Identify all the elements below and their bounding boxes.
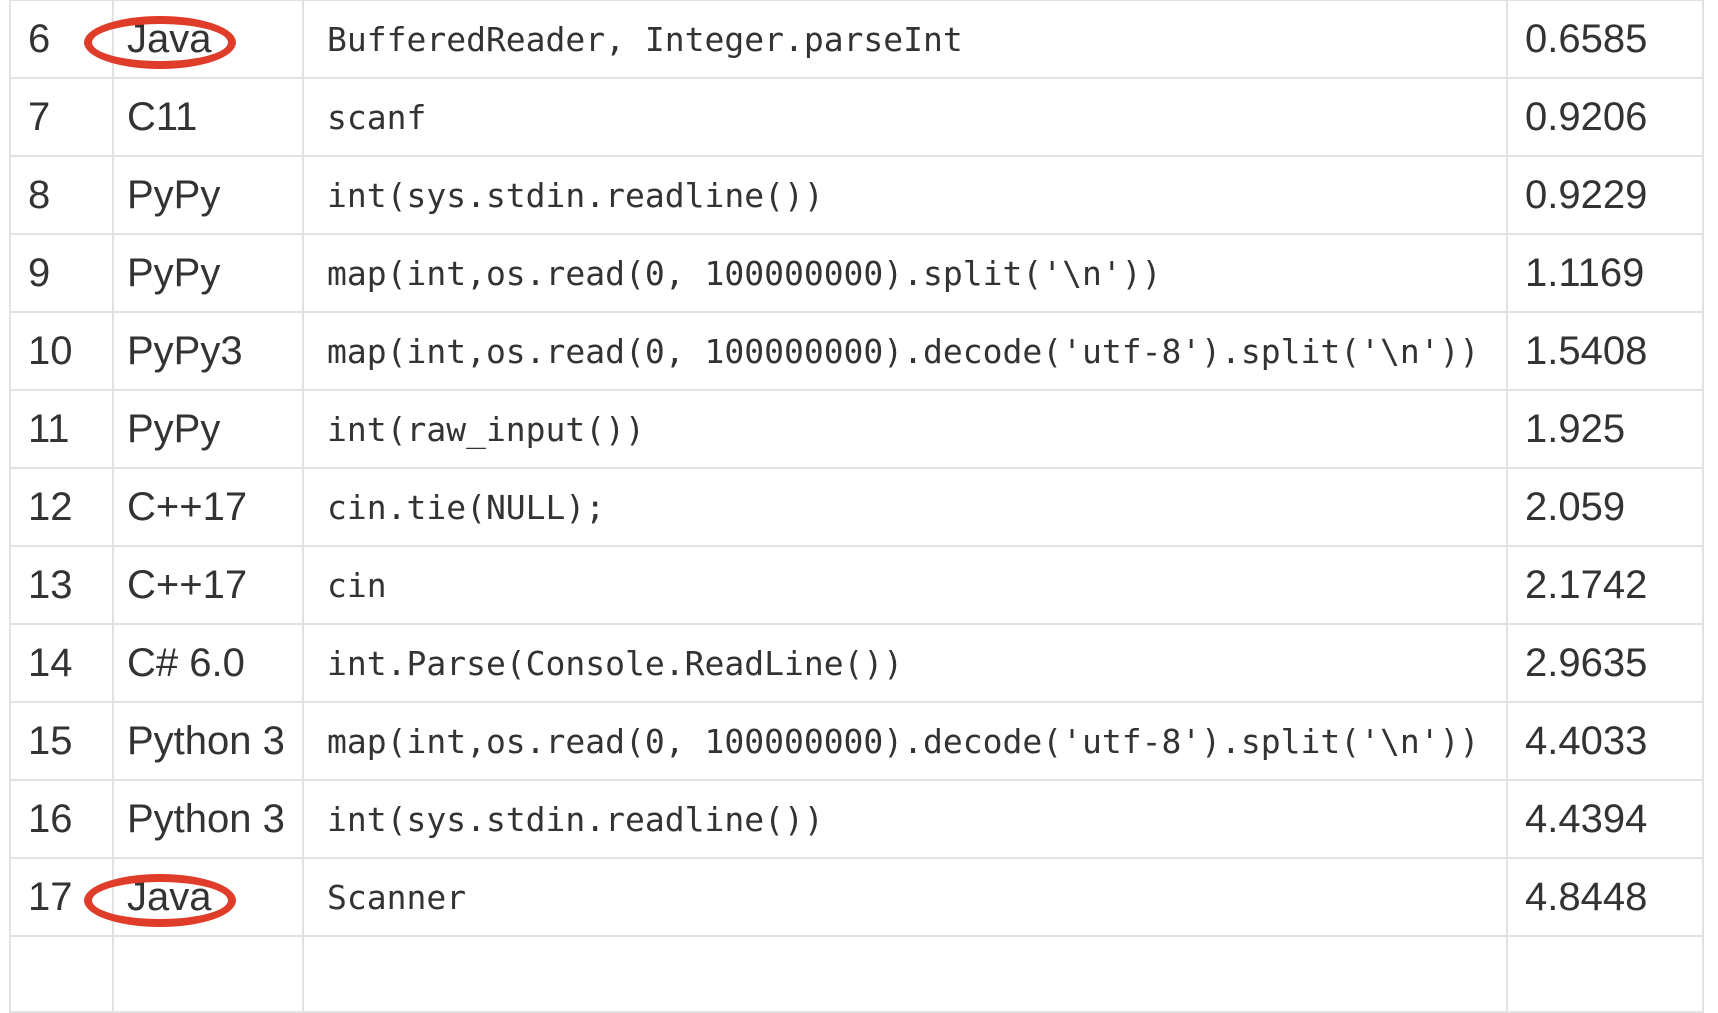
row-number-cell: 11 bbox=[9, 389, 114, 469]
time-cell: 4.4394 bbox=[1506, 779, 1704, 859]
table-row: 17 Java Scanner 4.8448 bbox=[9, 857, 1704, 937]
time-cell: 4.8448 bbox=[1506, 857, 1704, 937]
method-code: int.Parse(Console.ReadLine()) bbox=[327, 643, 904, 683]
language-label: Java bbox=[127, 875, 212, 919]
benchmark-table-container: 6 Java BufferedReader, Integer.parseInt … bbox=[9, 0, 1704, 1013]
method-code: map(int,os.read(0, 100000000).decode('ut… bbox=[327, 721, 1480, 761]
language-cell: Java bbox=[84, 0, 304, 79]
language-label: C11 bbox=[127, 95, 198, 139]
language-label: C++17 bbox=[127, 485, 248, 529]
row-number-cell: 14 bbox=[9, 623, 114, 703]
method-code: BufferedReader, Integer.parseInt bbox=[327, 19, 963, 59]
method-code: cin bbox=[327, 565, 387, 605]
row-number-cell: 15 bbox=[9, 701, 114, 781]
method-cell: int(sys.stdin.readline()) bbox=[302, 779, 1508, 859]
method-cell: BufferedReader, Integer.parseInt bbox=[302, 0, 1508, 79]
time-cell: 2.059 bbox=[1506, 467, 1704, 547]
language-cell bbox=[112, 935, 304, 1013]
page: { "table": { "description_columns": ["ra… bbox=[9, 0, 1704, 1013]
language-cell: Java bbox=[84, 857, 304, 937]
language-cell: C11 bbox=[112, 77, 304, 157]
method-code: map(int,os.read(0, 100000000).decode('ut… bbox=[327, 331, 1480, 371]
time-cell: 1.5408 bbox=[1506, 311, 1704, 391]
language-cell: Python 3 bbox=[112, 701, 304, 781]
language-label: C++17 bbox=[127, 563, 248, 607]
table-row: 11 PyPy int(raw_input()) 1.925 bbox=[9, 389, 1704, 469]
method-code: int(sys.stdin.readline()) bbox=[327, 175, 824, 215]
time-cell: 4.4033 bbox=[1506, 701, 1704, 781]
language-cell: Python 3 bbox=[112, 779, 304, 859]
row-number-cell bbox=[9, 935, 114, 1013]
method-cell: cin bbox=[302, 545, 1508, 625]
table-row: 15 Python 3 map(int,os.read(0, 100000000… bbox=[9, 701, 1704, 781]
method-code: Scanner bbox=[327, 877, 467, 917]
method-cell: map(int,os.read(0, 100000000).split('\n'… bbox=[302, 233, 1508, 313]
row-number-cell: 17 bbox=[9, 857, 114, 937]
row-number-cell: 16 bbox=[9, 779, 114, 859]
row-number-cell: 13 bbox=[9, 545, 114, 625]
table-row: 14 C# 6.0 int.Parse(Console.ReadLine()) … bbox=[9, 623, 1704, 703]
language-label: Java bbox=[127, 17, 212, 61]
language-label: C# 6.0 bbox=[127, 641, 245, 685]
row-number-cell: 8 bbox=[9, 155, 114, 235]
table-row: 7 C11 scanf 0.9206 bbox=[9, 77, 1704, 157]
time-cell: 0.9229 bbox=[1506, 155, 1704, 235]
language-label: PyPy3 bbox=[127, 329, 243, 373]
method-cell: Scanner bbox=[302, 857, 1508, 937]
benchmark-table: 6 Java BufferedReader, Integer.parseInt … bbox=[9, 0, 1704, 1013]
row-number-cell: 9 bbox=[9, 233, 114, 313]
method-cell: int.Parse(Console.ReadLine()) bbox=[302, 623, 1508, 703]
table-row: 8 PyPy int(sys.stdin.readline()) 0.9229 bbox=[9, 155, 1704, 235]
method-cell: int(raw_input()) bbox=[302, 389, 1508, 469]
language-cell: PyPy bbox=[112, 155, 304, 235]
method-cell: int(sys.stdin.readline()) bbox=[302, 155, 1508, 235]
language-cell: C++17 bbox=[112, 467, 304, 547]
table-row: 9 PyPy map(int,os.read(0, 100000000).spl… bbox=[9, 233, 1704, 313]
partial-row-bottom bbox=[9, 935, 1704, 1013]
time-cell: 0.9206 bbox=[1506, 77, 1704, 157]
language-cell: PyPy bbox=[112, 233, 304, 313]
method-code: scanf bbox=[327, 97, 427, 137]
method-cell: scanf bbox=[302, 77, 1508, 157]
language-label: PyPy bbox=[127, 251, 221, 295]
row-number-cell: 6 bbox=[9, 0, 114, 79]
table-row: 13 C++17 cin 2.1742 bbox=[9, 545, 1704, 625]
method-cell: map(int,os.read(0, 100000000).decode('ut… bbox=[302, 701, 1508, 781]
method-code: map(int,os.read(0, 100000000).split('\n'… bbox=[327, 253, 1162, 293]
method-code: cin.tie(NULL); bbox=[327, 487, 606, 527]
time-cell: 2.1742 bbox=[1506, 545, 1704, 625]
time-cell: 1.1169 bbox=[1506, 233, 1704, 313]
row-number-cell: 7 bbox=[9, 77, 114, 157]
method-code: int(sys.stdin.readline()) bbox=[327, 799, 824, 839]
time-cell bbox=[1506, 935, 1704, 1013]
row-number-cell: 10 bbox=[9, 311, 114, 391]
method-code: int(raw_input()) bbox=[327, 409, 645, 449]
method-cell bbox=[302, 935, 1508, 1013]
language-cell: PyPy bbox=[112, 389, 304, 469]
language-label: Python 3 bbox=[127, 797, 285, 841]
method-cell: cin.tie(NULL); bbox=[302, 467, 1508, 547]
time-cell: 0.6585 bbox=[1506, 0, 1704, 79]
language-cell: C# 6.0 bbox=[112, 623, 304, 703]
language-cell: C++17 bbox=[112, 545, 304, 625]
language-cell: PyPy3 bbox=[112, 311, 304, 391]
time-cell: 2.9635 bbox=[1506, 623, 1704, 703]
table-row: 10 PyPy3 map(int,os.read(0, 100000000).d… bbox=[9, 311, 1704, 391]
language-label: PyPy bbox=[127, 407, 221, 451]
table-row: 6 Java BufferedReader, Integer.parseInt … bbox=[9, 0, 1704, 79]
language-label: Python 3 bbox=[127, 719, 285, 763]
language-label: PyPy bbox=[127, 173, 221, 217]
table-row: 16 Python 3 int(sys.stdin.readline()) 4.… bbox=[9, 779, 1704, 859]
table-row: 12 C++17 cin.tie(NULL); 2.059 bbox=[9, 467, 1704, 547]
row-number-cell: 12 bbox=[9, 467, 114, 547]
time-cell: 1.925 bbox=[1506, 389, 1704, 469]
method-cell: map(int,os.read(0, 100000000).decode('ut… bbox=[302, 311, 1508, 391]
